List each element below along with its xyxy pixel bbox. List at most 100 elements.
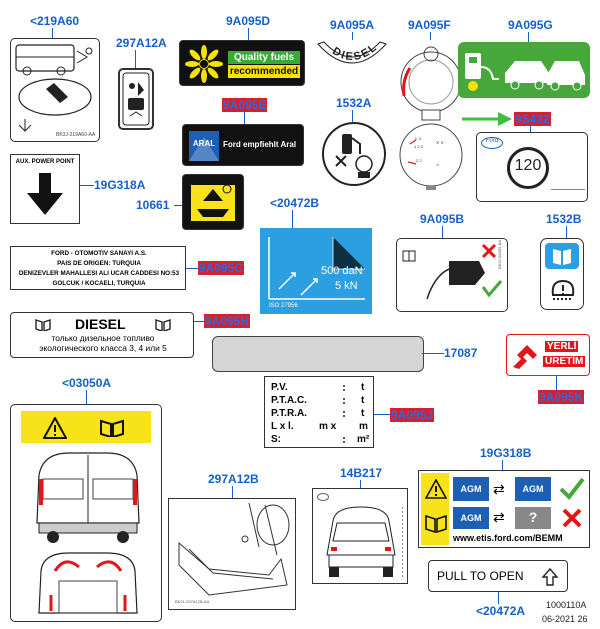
label-quality-fuels: Quality fuels recommended — [179, 40, 305, 86]
svg-text:⚠: ⚠ — [436, 162, 440, 167]
code-diesel-label: 9A095H — [204, 314, 251, 328]
pv-row-label: S: — [271, 434, 281, 445]
warning-triangle-icon — [43, 417, 67, 439]
code-pv-label: 9A095J — [390, 408, 435, 422]
aral-logo-text: ARAL — [192, 139, 216, 148]
label-yerli-uretim: YERLİ ÜRETİM — [506, 334, 590, 376]
code-20472b-top: <20472B — [270, 196, 320, 210]
label-03050a-van-doors — [10, 404, 162, 622]
label-297a12a — [118, 68, 154, 130]
pv-row-unit: m — [359, 421, 368, 432]
otomotiv-line3: DENIZEVLER MAHALLESI ALI UCAR CADDESI NO… — [18, 270, 180, 277]
label-iso-load: 500 daN 5 kN ISO 27956 — [260, 228, 372, 314]
manual-book-icon — [100, 419, 124, 437]
pv-row-unit: m² — [357, 434, 370, 445]
diesel-title: DIESEL — [75, 316, 126, 332]
label-1532a-no-fuel — [322, 122, 386, 186]
arrow-up-icon — [541, 567, 559, 586]
etis-url: www.etis.ford.com/BEMM — [453, 533, 563, 543]
agm-text-1: AGM — [460, 484, 482, 494]
label-10661-warning — [182, 174, 244, 230]
label-19g318b-battery: AGM ⇄ AGM AGM ⇄ ? www.etis.ford.com/BEMM — [418, 470, 590, 548]
load-value-1: 500 daN — [321, 265, 363, 277]
aux-power-text: AUX. POWER POINT — [15, 159, 75, 165]
svg-text:✕ ✕: ✕ ✕ — [436, 140, 444, 145]
diesel-ru-line1: только дизельное топливо — [51, 333, 155, 343]
code-9a095a: 9A095A — [330, 18, 375, 32]
code-14b217: 14B217 — [340, 466, 383, 480]
pv-row-unit: t — [361, 395, 365, 406]
code-9a095g: 9A095G — [508, 18, 553, 32]
green-arrow-icon — [462, 112, 512, 126]
code-10661: 10661 — [136, 198, 170, 212]
pv-row-unit: t — [361, 382, 365, 393]
svg-text:BK3J-9A095-BA: BK3J-9A095-BA — [497, 240, 502, 269]
ford-oval-text: Ford — [485, 138, 499, 144]
label-aral: ARAL Ford empfiehlt Aral — [182, 124, 304, 166]
svg-text:1 2 3: 1 2 3 — [414, 144, 424, 149]
pv-row-label: P.V. — [271, 382, 288, 393]
svg-text:BK3J-219A60-AA: BK3J-219A60-AA — [56, 132, 96, 138]
code-9a095d: 9A095D — [226, 14, 271, 28]
code-297a12a: 297A12A — [116, 36, 167, 50]
code-19g318a: 19G318A — [94, 178, 146, 192]
quality-fuels-line2: recommended — [228, 65, 300, 78]
label-9a095b-refuel: BK3J-9A095-BA — [396, 238, 508, 312]
quality-fuels-line1: Quality fuels — [228, 51, 300, 64]
code-17087: 17087 — [444, 346, 478, 360]
label-pull-to-open: PULL TO OPEN — [428, 560, 568, 592]
yerli-line2: ÜRETİM — [543, 356, 586, 367]
otomotiv-line1: FORD - OTOMOTIV SANAYI A.S. — [51, 250, 147, 257]
svg-text:2 2: 2 2 — [416, 158, 422, 163]
pull-to-open-text: PULL TO OPEN — [437, 569, 524, 583]
footer-date: 06-2021 26 — [542, 614, 588, 624]
label-17087-strip — [212, 336, 424, 372]
label-pv-table: P.V. t P.T.A.C. t P.T.R.A. t L x l. m x … — [264, 376, 374, 448]
label-diesel-ru: DIESEL только дизельное топливо экологич… — [10, 312, 194, 358]
label-tpms-1532b — [540, 238, 584, 310]
check-icon — [559, 477, 585, 501]
ford-oval-icon — [481, 137, 503, 149]
code-20472a: <20472A — [476, 604, 526, 618]
label-ford-otomotiv: FORD - OTOMOTIV SANAYI A.S. PAIS DE ORIG… — [10, 246, 186, 290]
pv-row-label: P.T.R.A. — [271, 408, 307, 419]
otomotiv-line2: PAIS DE ORIGEN: TURQUIA — [57, 260, 141, 267]
label-speed-120: Ford 120 — [476, 132, 588, 202]
label-aux-power-point: AUX. POWER POINT — [10, 154, 80, 224]
label-fuel-cap-9a095f: ⚠ 2 1 2 3 ✕ ✕ 2 2 ⚠ — [399, 46, 463, 190]
code-yerli: 9A095K — [538, 390, 585, 404]
svg-text:BK21-297A12B-AA: BK21-297A12B-AA — [175, 599, 210, 604]
diesel-ru-line2: экологического класса 3, 4 или 5 — [39, 343, 167, 353]
label-14b217-van — [312, 488, 408, 584]
svg-text:⚠ 2: ⚠ 2 — [414, 136, 422, 141]
yerli-line1: YERLİ — [545, 341, 579, 352]
speed-limit-value: 120 — [514, 157, 542, 174]
footer-code: 1000110A — [546, 600, 587, 610]
agm-text-2: AGM — [522, 484, 544, 494]
code-19g318b: 19G318B — [480, 446, 532, 460]
code-1532a: 1532A — [336, 96, 372, 110]
code-297a12b: 297A12B — [208, 472, 259, 486]
code-03050a: <03050A — [62, 376, 112, 390]
label-297a12b-drawing: BK21-297A12B-AA — [168, 498, 296, 610]
code-219a60: <219A60 — [30, 14, 80, 28]
pv-row-unit: t — [361, 408, 365, 419]
pv-row-label: P.T.A.C. — [271, 395, 307, 406]
iso-number: ISO 27956 — [269, 303, 298, 309]
code-1532b: 1532B — [546, 212, 582, 226]
label-fuel-green — [458, 42, 590, 98]
aral-text: Ford empfiehlt Aral — [223, 140, 297, 149]
cross-icon — [562, 508, 582, 528]
code-ford-label: 9A095C — [198, 261, 245, 275]
code-9a095f: 9A095F — [408, 18, 451, 32]
label-219a60-sliding-door: BK3J-219A60-AA — [10, 38, 100, 142]
load-value-2: 5 kN — [335, 280, 358, 292]
otomotiv-line4: GOLCUK / KOCAELI, TURQUIA — [52, 280, 146, 287]
pv-row-label: L x l. — [271, 421, 294, 432]
pv-lxl-mid: m x — [319, 421, 337, 432]
agm-text-3: AGM — [460, 513, 482, 523]
code-aral: 9A095E — [222, 98, 268, 112]
code-9a095b: 9A095B — [420, 212, 465, 226]
label-diesel-arc: DIESEL — [317, 41, 387, 64]
code-9s432: 9S432 — [514, 112, 551, 126]
